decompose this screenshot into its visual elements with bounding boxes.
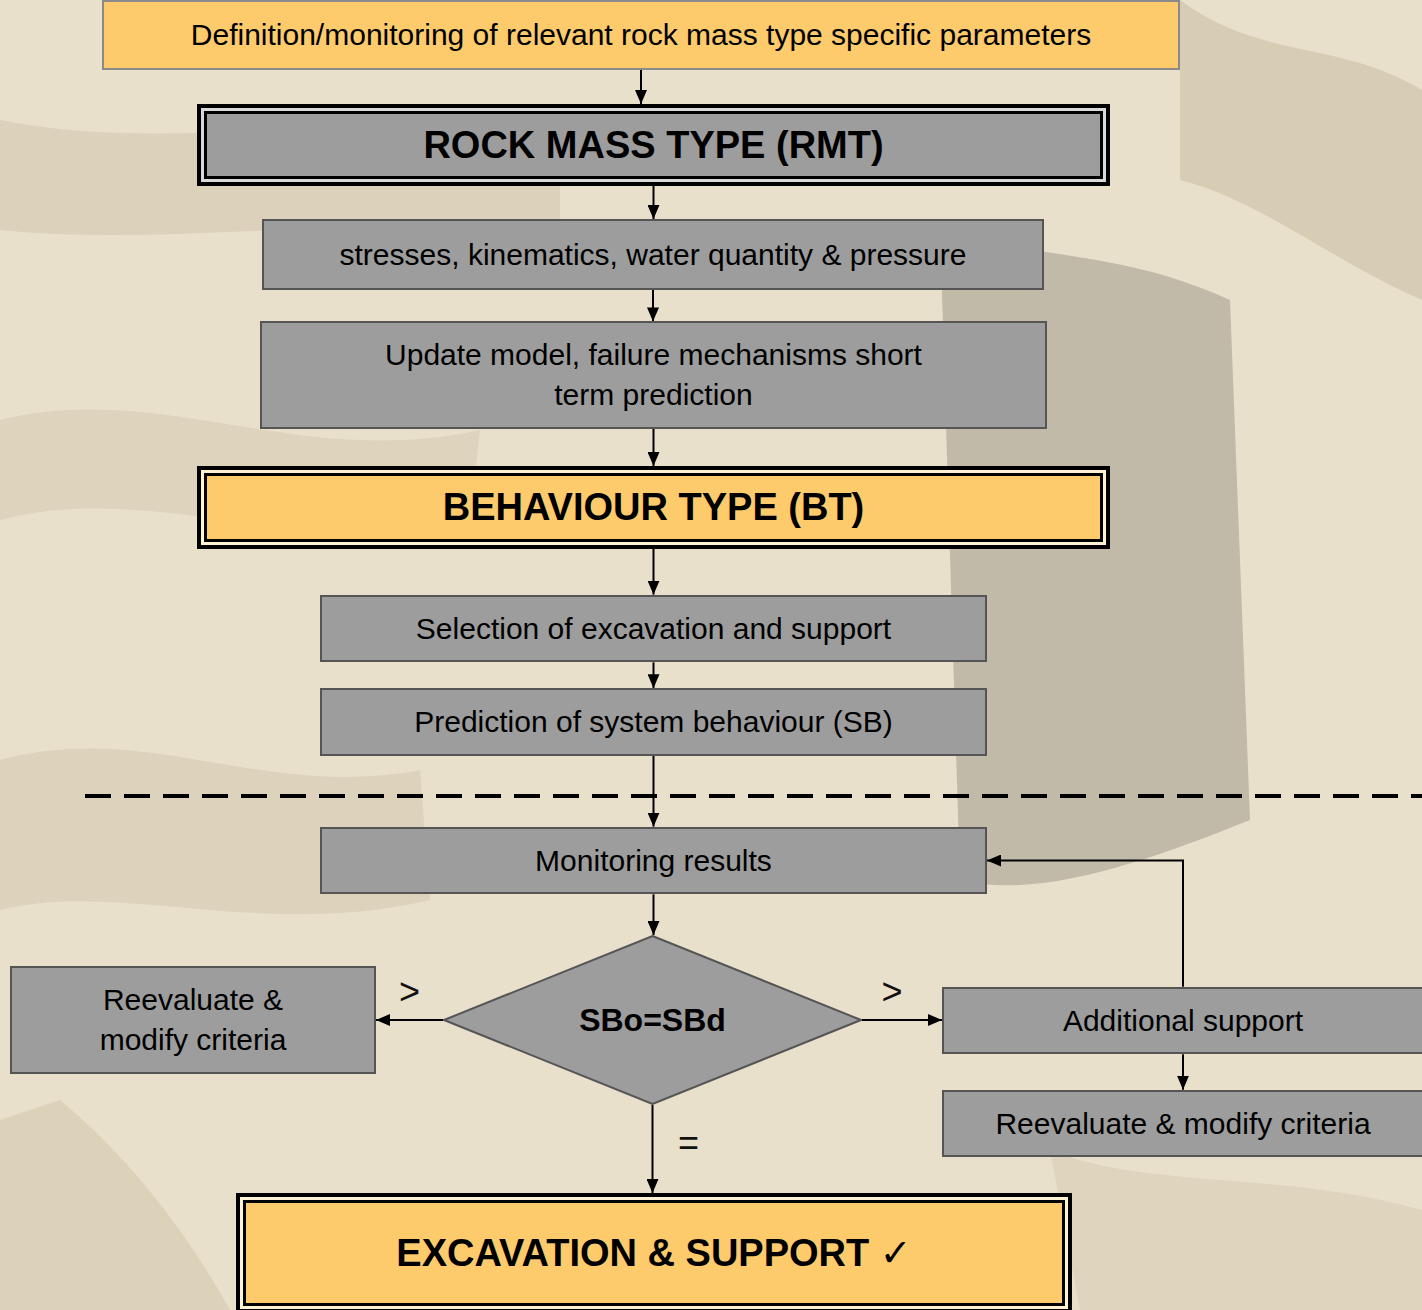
flow-arrow [862, 1019, 942, 1021]
box-text: SBo=SBd [579, 999, 726, 1041]
process-box: stresses, kinematics, water quantity & p… [262, 219, 1044, 290]
box-text: ROCK MASS TYPE (RMT) [423, 120, 883, 170]
process-box: Reevaluate & modify criteria [942, 1090, 1422, 1158]
box-text: stresses, kinematics, water quantity & p… [340, 235, 967, 275]
phase-divider [85, 794, 1422, 798]
input-box: Definition/monitoring of relevant rock m… [102, 0, 1180, 70]
box-text: Selection of excavation and support [416, 609, 891, 649]
flow-arrow [653, 662, 655, 688]
rock-texture [1180, 0, 1422, 300]
box-text: EXCAVATION & SUPPORT ✓ [396, 1228, 911, 1278]
title-box: BEHAVIOUR TYPE (BT) [197, 466, 1110, 549]
title-box: ROCK MASS TYPE (RMT) [197, 104, 1110, 186]
box-text: Update model, failure mechanisms short t… [354, 335, 954, 414]
process-box: Reevaluate & modify criteria [10, 966, 376, 1073]
flow-arrow [653, 549, 655, 595]
flow-arrow [1182, 1054, 1184, 1089]
process-box: Monitoring results [320, 827, 987, 895]
box-text: Reevaluate & modify criteria [63, 980, 323, 1059]
decision-diamond: SBo=SBd [443, 935, 862, 1105]
process-box: Additional support [942, 987, 1422, 1055]
box-text: Additional support [1063, 1001, 1303, 1041]
flow-arrow [376, 1019, 443, 1021]
box-text: Definition/monitoring of relevant rock m… [191, 15, 1091, 55]
diamond-shape [444, 936, 861, 1104]
result-box: EXCAVATION & SUPPORT ✓ [236, 1193, 1072, 1310]
flow-arrow [652, 290, 654, 321]
box-text: Monitoring results [535, 841, 772, 881]
process-box: Selection of excavation and support [320, 595, 987, 663]
box-text: Prediction of system behaviour (SB) [414, 702, 893, 742]
rock-texture [0, 1100, 230, 1310]
flow-arrow [653, 186, 655, 219]
edge-label: > [881, 974, 902, 1010]
flow-arrow [640, 70, 642, 104]
box-text: BEHAVIOUR TYPE (BT) [443, 482, 865, 532]
flow-arrow [652, 1105, 654, 1193]
edge-label: = [678, 1125, 699, 1161]
flow-arrow [987, 861, 1183, 987]
rock-texture [1050, 1150, 1422, 1310]
process-box: Update model, failure mechanisms short t… [260, 321, 1047, 428]
flow-arrow [653, 756, 655, 827]
box-text: Reevaluate & modify criteria [995, 1104, 1370, 1144]
flow-arrow [653, 429, 655, 466]
process-box: Prediction of system behaviour (SB) [320, 688, 987, 756]
flow-arrow [653, 894, 655, 935]
edge-label: > [399, 974, 420, 1010]
